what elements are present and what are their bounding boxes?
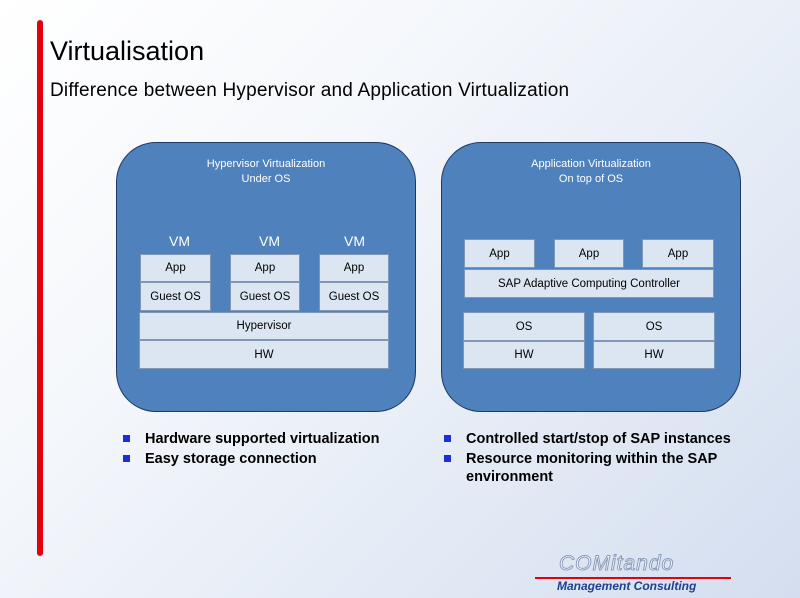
logo-name: COMitando [558, 552, 675, 576]
vm-label-1: VM [169, 233, 190, 249]
logo-tagline: Management Consulting [557, 579, 697, 593]
vm-label-2: VM [259, 233, 280, 249]
bullet-square-icon [123, 455, 130, 462]
bullet-item: Easy storage connection [123, 450, 423, 468]
right-bullet-list: Controlled start/stop of SAP instances R… [444, 430, 744, 488]
slide-title: Virtualisation [50, 36, 205, 66]
sap-controller-box: SAP Adaptive Computing Controller [464, 269, 714, 298]
vm2-guest-os-box: Guest OS [230, 282, 300, 311]
hw-box-1: HW [463, 341, 585, 369]
hypervisor-hw-box: HW [139, 340, 389, 369]
company-logo: COMitando Management Consulting [535, 552, 735, 593]
hw-box-2: HW [593, 341, 715, 369]
hypervisor-panel: Hypervisor Virtualization Under OS VM VM… [116, 142, 416, 412]
application-panel: Application Virtualization On top of OS … [441, 142, 741, 412]
vm3-guest-os-box: Guest OS [319, 282, 389, 311]
os-box-1: OS [463, 312, 585, 341]
vm1-app-box: App [140, 254, 211, 282]
bullet-item: Controlled start/stop of SAP instances [444, 430, 744, 448]
bullet-square-icon [444, 455, 451, 462]
slide-subtitle: Difference between Hypervisor and Applic… [50, 80, 570, 101]
bullet-square-icon [444, 435, 451, 442]
hypervisor-panel-title: Hypervisor Virtualization Under OS [206, 158, 326, 185]
app-box-2: App [554, 239, 624, 268]
vm1-guest-os-box: Guest OS [140, 282, 211, 311]
app-box-1: App [464, 239, 535, 268]
left-bullet-list: Hardware supported virtualization Easy s… [123, 430, 423, 470]
red-accent-bar [37, 20, 43, 556]
app-box-3: App [642, 239, 714, 268]
bullet-item: Hardware supported virtualization [123, 430, 423, 448]
vm3-app-box: App [319, 254, 389, 282]
vm2-app-box: App [230, 254, 300, 282]
vm-label-3: VM [344, 233, 365, 249]
application-panel-title: Application Virtualization On top of OS [531, 158, 651, 185]
hypervisor-box: Hypervisor [139, 312, 389, 340]
bullet-square-icon [123, 435, 130, 442]
os-box-2: OS [593, 312, 715, 341]
bullet-item: Resource monitoring within the SAP envir… [444, 450, 744, 486]
logo-red-line [535, 577, 731, 579]
